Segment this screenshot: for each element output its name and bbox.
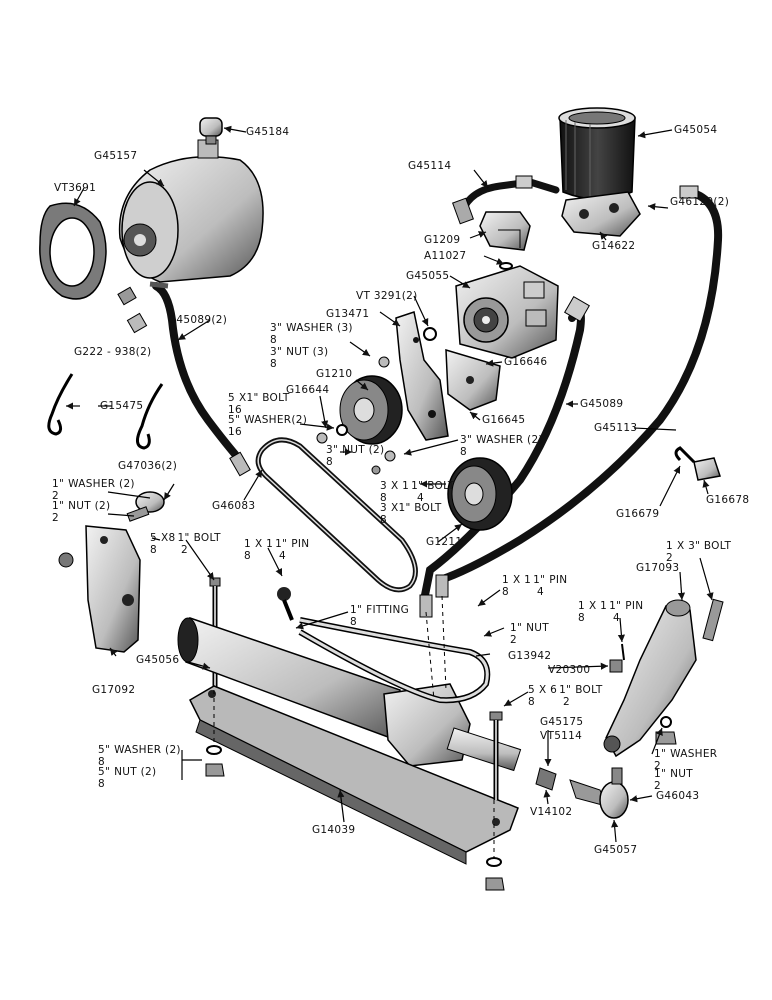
label-washer-38-3: 3"WASHER (3) 8 xyxy=(270,322,353,346)
pump-g45055 xyxy=(455,265,559,359)
clip-g16679 xyxy=(674,446,696,464)
label-g14039: G14039 xyxy=(312,824,356,836)
washer-nut-right xyxy=(485,857,505,891)
washer-nut-left xyxy=(205,745,225,777)
reservoir-g45054 xyxy=(558,107,636,200)
bracket-g16646 xyxy=(445,348,501,411)
label-washer-12-2: 1"WASHER (2) 2 xyxy=(52,478,135,502)
plate-g16678 xyxy=(693,457,721,481)
label-g45055: G45055 xyxy=(406,270,450,282)
ball-stud xyxy=(277,587,294,621)
label-g45056: G45056 xyxy=(136,654,180,666)
label-g46120: G46120(2) xyxy=(670,196,730,208)
knob-g45184 xyxy=(199,117,223,145)
label-nut-12-2: 1"NUT (2) 2 xyxy=(52,500,111,524)
label-g17093: G17093 xyxy=(636,562,680,574)
reservoir-cover-g14622 xyxy=(561,191,641,237)
label-g45184: G45184 xyxy=(246,126,290,138)
label-v20300: V20300 xyxy=(548,664,591,676)
label-g16644: G16644 xyxy=(286,384,330,396)
label-g16645: G16645 xyxy=(482,414,526,426)
assembly-lines xyxy=(213,595,495,858)
label-g1210: G1210 xyxy=(316,368,353,380)
pulley-g1211 xyxy=(447,457,513,531)
label-g222-938: G222 - 938(2) xyxy=(74,346,152,358)
label-g45114: G45114 xyxy=(408,160,452,172)
label-g45157: G45157 xyxy=(94,150,138,162)
gasket-vt3691 xyxy=(39,202,107,300)
stud-v20300 xyxy=(609,643,625,673)
washer-nut-arm xyxy=(655,716,677,745)
label-g13471: G13471 xyxy=(326,308,370,320)
motor-g45157 xyxy=(118,139,264,283)
hose-g45114 xyxy=(458,178,560,216)
bracket-g13471 xyxy=(395,311,449,441)
label-g14622: G14622 xyxy=(592,240,636,252)
label-washer-516: 5"WASHER(2) 16 xyxy=(228,414,308,438)
label-g45089-2: G45089(2) xyxy=(168,314,228,326)
label-g45175: G45175 xyxy=(540,716,584,728)
label-g17092: G17092 xyxy=(92,684,136,696)
rod-end-g47036 xyxy=(58,491,165,568)
label-g45089: G45089 xyxy=(580,398,624,410)
label-nut-12-b: 1"NUT 2 xyxy=(510,622,549,646)
label-g47036: G47036(2) xyxy=(118,460,178,472)
label-g46083: G46083 xyxy=(212,500,256,512)
label-fitting-18: 1"FITTING 8 xyxy=(350,604,410,628)
fittings-g222-938 xyxy=(117,286,148,334)
label-g45113: G45113 xyxy=(594,422,638,434)
label-g13942: G13942 xyxy=(508,650,552,662)
label-g16679: G16679 xyxy=(616,508,660,520)
label-washer-38-2: 3"WASHER (2) 8 xyxy=(460,434,543,458)
pulley-g1210 xyxy=(339,375,403,445)
label-g46043: G46043 xyxy=(656,790,700,802)
bolt-58x6 xyxy=(489,711,503,800)
label-vt3291: VT 3291(2) xyxy=(356,290,418,302)
bracket-g1209 xyxy=(479,211,531,251)
arm-g17093 xyxy=(603,598,724,758)
label-a11027: A11027 xyxy=(424,250,467,262)
label-nut-38-2: 3"NUT (2) 8 xyxy=(326,444,385,468)
label-g1211: G1211 xyxy=(426,536,463,548)
label-g15475: G15475 xyxy=(100,400,144,412)
label-washer-12-b: 1"WASHER 2 xyxy=(654,748,718,772)
label-nut-12-c: 1"NUT 2 xyxy=(654,768,693,792)
label-g45057: G45057 xyxy=(594,844,638,856)
label-vt3691: VT3691 xyxy=(54,182,97,194)
label-v14102: V14102 xyxy=(530,806,573,818)
label-washer-58-2: 5"WASHER (2) 8 xyxy=(98,744,181,768)
clip-g15475-a xyxy=(47,373,74,436)
leader-lines xyxy=(66,125,714,843)
tie-rod-end xyxy=(535,767,629,819)
cylinder-g45056 xyxy=(177,616,401,742)
hose-g45113 xyxy=(436,188,723,584)
label-g45054: G45054 xyxy=(674,124,718,136)
bracket-g17092 xyxy=(85,525,141,653)
hose-g45089-2 xyxy=(152,282,244,464)
label-g1209: G1209 xyxy=(424,234,461,246)
rail-g14039 xyxy=(189,685,519,865)
valve-body xyxy=(383,683,522,772)
clip-g15475-b xyxy=(136,383,164,450)
label-vt5114: VT5114 xyxy=(540,730,583,742)
label-nut-38-3: 3"NUT (3) 8 xyxy=(270,346,329,370)
label-g16646: G16646 xyxy=(504,356,548,368)
small-hardware xyxy=(316,262,513,475)
label-g16678: G16678 xyxy=(706,494,750,506)
label-nut-58-2: 5"NUT (2) 8 xyxy=(98,766,157,790)
